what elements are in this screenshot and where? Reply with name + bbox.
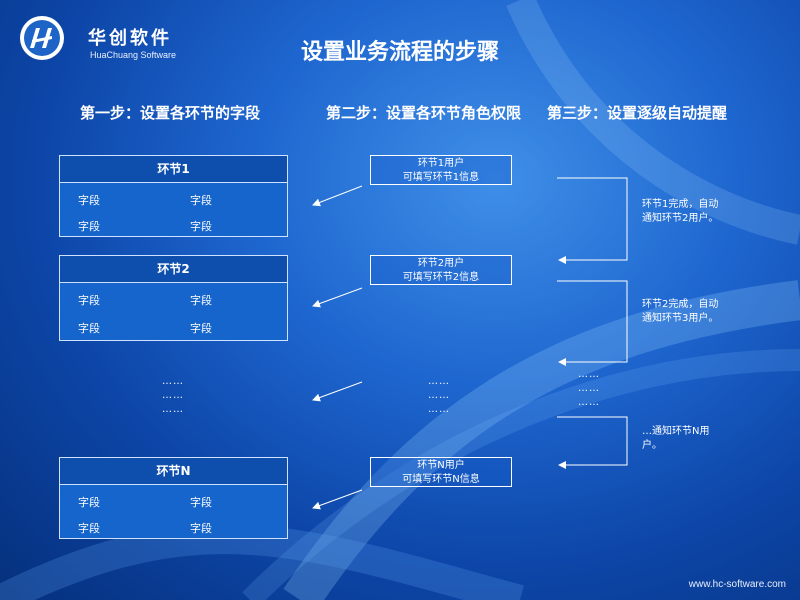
- logo: 华创软件 HuaChuang Software: [14, 10, 184, 62]
- stage-title: 环节1: [60, 156, 287, 183]
- field-label: 字段: [190, 522, 212, 535]
- note-line: 环节1完成，自动: [642, 199, 719, 210]
- stage-ellipsis: …… …… ……: [162, 375, 184, 417]
- notify-note-n: …通知环节N用 户。: [642, 425, 709, 453]
- step-2-heading: 第二步：设置各环节角色权限: [326, 104, 522, 122]
- user-ellipsis: …… …… ……: [428, 375, 450, 417]
- bracket-notify-3: [557, 280, 628, 366]
- field-label: 字段: [78, 322, 100, 335]
- step-1-heading: 第一步：设置各环节的字段: [80, 104, 261, 122]
- user-box-1: 环节1用户 可填写环节1信息: [370, 155, 512, 185]
- logo-icon: [20, 16, 64, 60]
- user-role: 环节1用户: [417, 158, 465, 169]
- arrow-user2-to-stage2: [312, 287, 363, 308]
- notify-note-1: 环节1完成，自动 通知环节2用户。: [642, 198, 718, 226]
- field-label: 字段: [190, 322, 212, 335]
- ellipsis-text: ……: [578, 369, 600, 380]
- ellipsis-text: ……: [428, 404, 450, 415]
- step-3-heading: 第三步：设置逐级自动提醒: [547, 104, 728, 122]
- notify-note-2: 环节2完成，自动 通知环节3用户。: [642, 298, 718, 326]
- bracket-notify-n: [557, 416, 628, 469]
- logo-brand-cn: 华创软件: [88, 28, 172, 49]
- note-line: 通知环节2用户。: [642, 213, 719, 224]
- note-line: …通知环节N用: [642, 426, 710, 437]
- ellipsis-text: ……: [428, 390, 450, 401]
- stage-box-n: 环节N 字段 字段 字段 字段: [59, 457, 288, 539]
- field-label: 字段: [190, 194, 212, 207]
- user-role: 环节2用户: [417, 258, 465, 269]
- user-permission: 可填写环节1信息: [402, 172, 480, 183]
- note-line: 环节2完成，自动: [642, 299, 719, 310]
- bracket-notify-2: [557, 177, 628, 264]
- ellipsis-text: ……: [162, 404, 184, 415]
- arrow-ellipsis-to-stage: [312, 381, 363, 402]
- ellipsis-text: ……: [428, 376, 450, 387]
- field-label: 字段: [78, 220, 100, 233]
- stage-title: 环节2: [60, 256, 287, 283]
- field-label: 字段: [190, 220, 212, 233]
- user-permission: 可填写环节N信息: [402, 474, 480, 485]
- stage-box-1: 环节1 字段 字段 字段 字段: [59, 155, 288, 237]
- user-permission: 可填写环节2信息: [402, 272, 480, 283]
- user-role: 环节N用户: [417, 460, 465, 471]
- ellipsis-text: ……: [578, 397, 600, 408]
- note-line: 通知环节3用户。: [642, 313, 719, 324]
- user-box-2: 环节2用户 可填写环节2信息: [370, 255, 512, 285]
- field-label: 字段: [78, 522, 100, 535]
- ellipsis-text: ……: [162, 376, 184, 387]
- field-label: 字段: [78, 294, 100, 307]
- footer-url: www.hc-software.com: [688, 579, 786, 590]
- field-label: 字段: [190, 496, 212, 509]
- field-label: 字段: [78, 194, 100, 207]
- arrow-user1-to-stage1: [312, 185, 363, 207]
- stage-box-2: 环节2 字段 字段 字段 字段: [59, 255, 288, 341]
- stage-title: 环节N: [60, 458, 287, 485]
- logo-brand-en: HuaChuang Software: [90, 50, 177, 60]
- note-line: 户。: [642, 440, 662, 451]
- field-label: 字段: [78, 496, 100, 509]
- ellipsis-text: ……: [578, 383, 600, 394]
- ellipsis-text: ……: [162, 390, 184, 401]
- user-box-n: 环节N用户 可填写环节N信息: [370, 457, 512, 487]
- field-label: 字段: [190, 294, 212, 307]
- arrow-userN-to-stageN: [312, 489, 363, 510]
- page-title: 设置业务流程的步骤: [300, 40, 499, 65]
- notify-ellipsis: …… …… ……: [578, 368, 600, 410]
